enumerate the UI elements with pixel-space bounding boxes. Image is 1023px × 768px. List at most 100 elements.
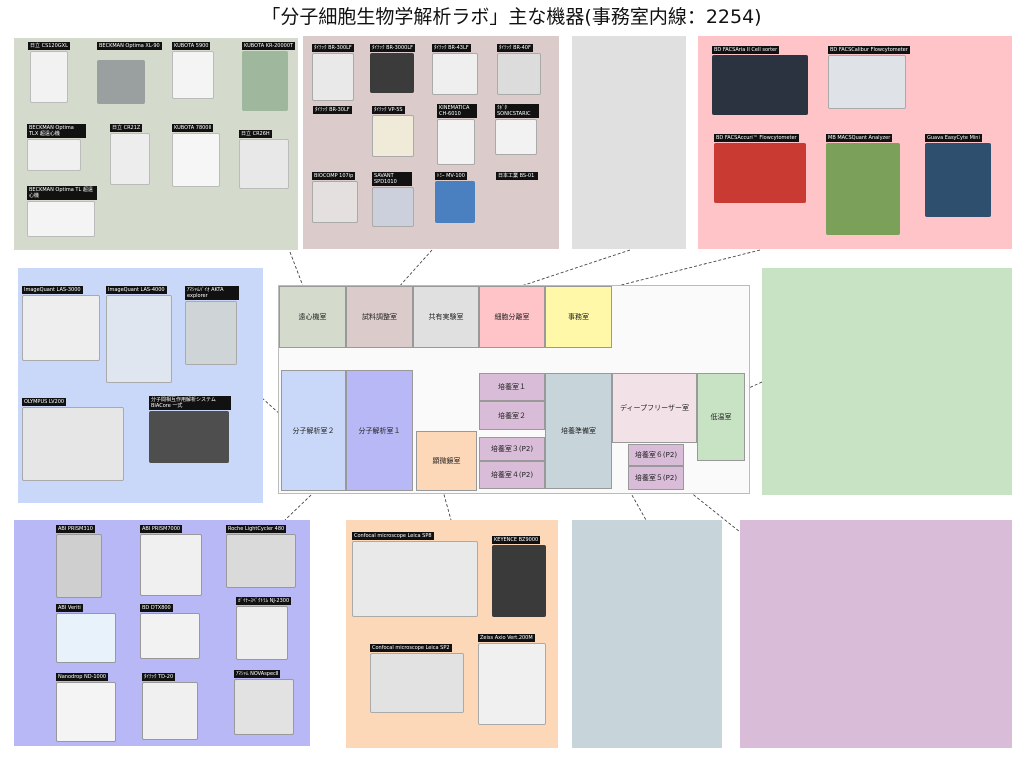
equipment-item: BIOCOMP 107ip: [312, 172, 358, 223]
equipment-photo: [234, 679, 294, 735]
equipment-item: BD FACSCalibur Flowcytometer: [828, 46, 910, 109]
equipment-photo: [27, 201, 95, 237]
equipment-item: ﾀｲﾃｯｸ BR-40F: [497, 44, 541, 95]
equipment-photo: [312, 181, 358, 223]
equipment-photo: [495, 119, 537, 155]
equipment-item: BECKMAN Optima TL 超遠心機: [27, 186, 97, 237]
equipment-item: ABI Veriti: [56, 604, 116, 663]
equipment-item: ABI PRISM7000: [140, 525, 202, 596]
equipment-photo: [22, 407, 124, 481]
equipment-item: ｱﾏｼｬﾑﾊﾞｲｵ AKTA explorer: [185, 286, 239, 365]
equipment-photo: [352, 541, 478, 617]
equipment-photo: [312, 53, 354, 101]
equipment-photo: [172, 51, 214, 99]
equipment-item: KINEMATICA CH-6010: [437, 104, 477, 165]
equipment-item: BD FACSAccuri™ Flowcytometer: [714, 134, 806, 203]
room-microscope: 顕微鏡室: [416, 431, 477, 491]
room-culture2: 培養室２: [479, 401, 545, 430]
equipment-photo: [110, 133, 150, 185]
equipment-photo: [712, 55, 808, 115]
equipment-photo: [714, 143, 806, 203]
equipment-item: 日本工業 BS-01: [496, 172, 538, 180]
equipment-photo: [140, 613, 200, 659]
equipment-photo: [226, 534, 296, 588]
room-analysis1: 分子解析室１: [346, 370, 413, 491]
equipment-item: BECKMAN Optima TLX 超遠心機: [27, 124, 86, 171]
equipment-photo: [478, 643, 546, 725]
room-culture5: 培養室５(P2): [628, 466, 684, 490]
room-shared: 共有実験室: [413, 286, 479, 348]
equipment-item: ImageQuant LAS-3000: [22, 286, 100, 361]
equipment-photo: [826, 143, 900, 235]
equipment-item: OLYMPUS LV200: [22, 398, 124, 481]
equipment-photo: [372, 187, 414, 227]
equipment-photo: [370, 53, 414, 93]
equipment-photo: [97, 60, 145, 104]
room-centrifuge: 遠心機室: [279, 286, 346, 348]
equipment-item: Zeiss Axio Vert.200M: [478, 634, 546, 725]
equipment-item: Guava EasyCyte Mini: [925, 134, 991, 217]
equipment-item: Nanodrop ND-1000: [56, 673, 116, 742]
equipment-item: ｸﾎﾞﾀ SONICSTARIC: [495, 104, 539, 155]
equipment-item: ImageQuant LAS-4000: [106, 286, 172, 383]
room-cold: 低温室: [697, 373, 745, 461]
equipment-item: KUBOTA KR-20000T: [242, 42, 296, 111]
equipment-item: Confocal microscope Leica SP2: [370, 644, 464, 713]
room-culture-prep: 培養準備室: [545, 373, 612, 489]
equipment-photo: [492, 545, 546, 617]
equipment-item: ﾀｲﾃｯｸ VP-5S: [372, 106, 414, 157]
equipment-photo: [828, 55, 906, 109]
equipment-item: Confocal microscope Leica SP8: [352, 532, 478, 617]
equipment-item: MB MACSQuant Analyzer: [826, 134, 900, 235]
equipment-photo: [56, 682, 116, 742]
room-culture4: 培養室４(P2): [479, 461, 545, 489]
room-analysis2: 分子解析室２: [281, 370, 346, 491]
page-title: 「分子細胞生物学解析ラボ」主な機器(事務室内線：2254): [261, 6, 762, 28]
equipment-item: KUBOTA 5900: [172, 42, 214, 99]
equipment-photo: [30, 51, 68, 103]
room-reagent: 試料調整室: [346, 286, 413, 348]
equipment-photo: [437, 119, 475, 165]
room-culture3: 培養室３(P2): [479, 437, 545, 461]
equipment-item: ﾀｲﾃｯｸ BR-43LF: [432, 44, 478, 95]
equipment-item: ABI PRISM310: [56, 525, 102, 598]
equipment-item: ﾀｲﾃｯｸ BR-300LF: [312, 44, 354, 101]
equipment-photo: [172, 133, 220, 187]
equipment-photo: [27, 139, 81, 171]
equipment-item: ﾀｲﾃｯｸ BR-3000LF: [370, 44, 415, 93]
equipment-item: ｱﾏｼｬﾑ NOVAspecⅡ: [234, 670, 294, 735]
equipment-item: ﾄﾐｰ MV-100: [435, 172, 475, 223]
equipment-item: 日立 CS120GXL: [28, 42, 70, 103]
equipment-photo: [142, 682, 198, 740]
room-deep-freezer: ディープフリーザー室: [612, 373, 697, 443]
equipment-item: BD FACSAria II Cell sorter: [712, 46, 808, 115]
equipment-item: SAVANT SPD1010: [372, 172, 414, 227]
cold-room-panel: [762, 268, 1012, 495]
room-culture1: 培養室１: [479, 373, 545, 401]
equipment-photo: [140, 534, 202, 596]
equipment-item: 分子間相互作用解析システム BIACore 一式: [149, 396, 231, 463]
equipment-photo: [239, 139, 289, 189]
equipment-photo: [149, 411, 229, 463]
equipment-photo: [185, 301, 237, 365]
equipment-item: 日立 CR26H: [239, 130, 289, 189]
room-cell-sort: 細胞分離室: [479, 286, 545, 348]
equipment-item: BD DTX800: [140, 604, 200, 659]
equipment-item: BECKMAN Optima XL-90: [97, 42, 162, 104]
equipment-photo: [432, 53, 478, 95]
equipment-photo: [56, 613, 116, 663]
equipment-photo: [106, 295, 172, 383]
equipment-item: ﾀｲﾃｯｸ BR-30LF: [313, 106, 352, 114]
room-culture6: 培養室６(P2): [628, 444, 684, 466]
equipment-photo: [370, 653, 464, 713]
culture-prep-panel: [572, 520, 722, 748]
equipment-photo: [242, 51, 288, 111]
equipment-item: ﾀｲﾃｯｸ TD-20: [142, 673, 198, 740]
equipment-item: ｶﾞｲﾅｰｽﾍﾟｸﾄﾗﾑ NJ-2300: [236, 597, 292, 660]
shared-panel: [572, 36, 686, 249]
equipment-item: KUBOTA 7800Ⅱ: [172, 124, 220, 187]
equipment-photo: [435, 181, 475, 223]
equipment-photo: [236, 606, 288, 660]
equipment-photo: [372, 115, 414, 157]
equipment-item: Roche LightCycler 480: [226, 525, 296, 588]
